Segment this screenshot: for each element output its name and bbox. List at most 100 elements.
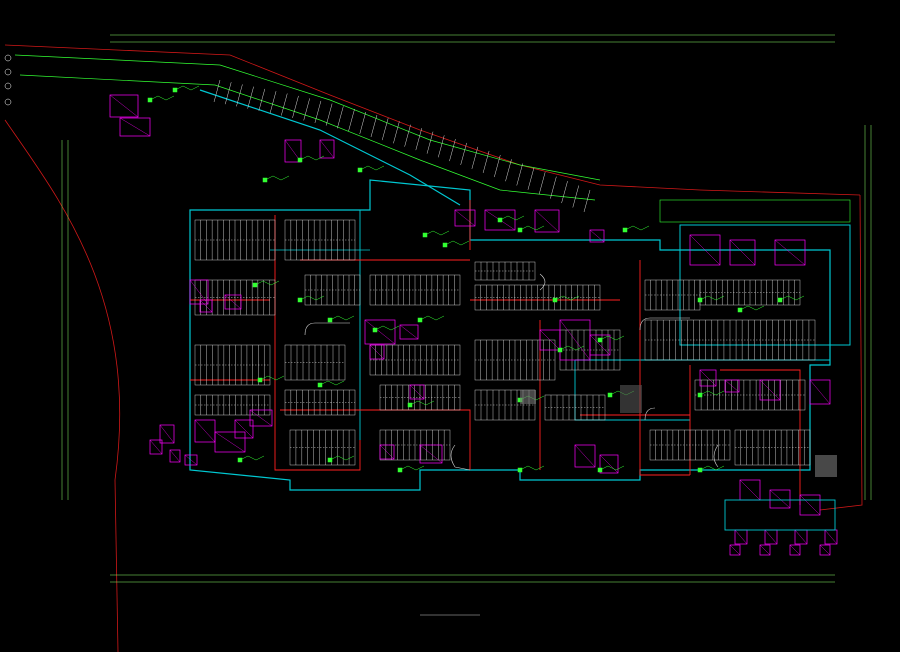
annotation-tag xyxy=(147,97,153,103)
equipment-room xyxy=(149,439,163,455)
equipment-cross xyxy=(599,454,619,474)
equipment-cross xyxy=(119,117,151,137)
annotation-callouts xyxy=(147,85,805,473)
equipment-cross xyxy=(534,209,560,233)
equipment-cross xyxy=(589,334,611,356)
annotation-leader xyxy=(424,230,450,236)
annotation-tag xyxy=(422,232,428,238)
parking-bay-line xyxy=(359,111,366,135)
annotation-tag xyxy=(297,297,303,303)
annotation-leader xyxy=(519,225,545,231)
annotation-tag xyxy=(497,217,503,223)
annotation-tag xyxy=(552,297,558,303)
annotation-tag xyxy=(442,242,448,248)
grid-bubble xyxy=(4,54,12,62)
annotation-tag xyxy=(777,297,783,303)
parking-bay-line xyxy=(460,142,467,166)
equipment-cross xyxy=(169,449,181,463)
annotation-tag xyxy=(407,402,413,408)
hatched-zones xyxy=(520,385,837,477)
equipment-cross xyxy=(794,529,808,545)
equipment-cross xyxy=(454,209,476,227)
equipment-cross xyxy=(799,494,821,516)
equipment-cross xyxy=(764,529,778,545)
equipment-cross xyxy=(824,529,838,545)
equipment-room xyxy=(364,319,396,345)
annotation-tag xyxy=(327,317,333,323)
equipment-room xyxy=(234,419,254,439)
annotation-leader xyxy=(699,295,725,301)
annotation-tag xyxy=(372,327,378,333)
annotation-leader xyxy=(259,375,285,381)
equipment-room xyxy=(419,444,443,464)
equipment-room xyxy=(199,299,213,313)
equipment-room xyxy=(159,424,175,444)
equipment-cross xyxy=(199,299,213,313)
equipment-cross xyxy=(159,424,175,444)
parking-bay-line xyxy=(381,118,389,141)
equipment-room xyxy=(109,94,139,118)
equipment-cross xyxy=(729,239,756,266)
equipment-cross xyxy=(699,369,717,387)
equipment-rooms xyxy=(109,94,838,556)
annotation-leader xyxy=(319,380,345,386)
annotation-leader xyxy=(149,95,175,101)
annotation-leader xyxy=(299,155,325,161)
annotation-tag xyxy=(557,347,563,353)
equipment-cross xyxy=(739,479,761,501)
annotation-leader xyxy=(499,215,525,221)
equipment-room xyxy=(184,454,198,466)
parking-bay-line xyxy=(325,103,333,126)
equipment-room xyxy=(799,494,821,516)
equipment-cross xyxy=(589,229,605,243)
annotation-leader xyxy=(239,455,265,461)
parking-bay-line xyxy=(292,95,299,118)
equipment-room xyxy=(284,139,302,163)
annotation-tag xyxy=(397,467,403,473)
equipment-cross xyxy=(399,324,419,340)
site-boundary xyxy=(4,44,863,652)
curved-podium xyxy=(14,54,601,213)
annotation-tag xyxy=(172,87,178,93)
equipment-cross xyxy=(769,489,791,509)
parking-bay-line xyxy=(213,79,221,103)
equipment-cross xyxy=(369,344,385,360)
equipment-room xyxy=(319,139,335,159)
equipment-room xyxy=(574,444,596,468)
equipment-room xyxy=(224,294,242,310)
equipment-room xyxy=(759,544,771,556)
equipment-room xyxy=(249,409,273,427)
equipment-room xyxy=(599,454,619,474)
annotation-leader xyxy=(329,315,355,321)
annotation-leader xyxy=(444,240,470,246)
annotation-tag xyxy=(327,457,333,463)
equipment-room xyxy=(214,431,246,453)
annotation-leader xyxy=(739,305,765,311)
equipment-cross xyxy=(574,444,596,468)
annotation-tag xyxy=(262,177,268,183)
parking-bay-line xyxy=(415,128,423,151)
annotation-leader xyxy=(174,85,200,91)
parking-bay-line xyxy=(561,180,568,204)
equipment-cross xyxy=(214,431,246,453)
annotation-tag xyxy=(622,227,628,233)
equipment-cross xyxy=(319,139,335,159)
parking-bay-line xyxy=(348,109,355,132)
equipment-cross xyxy=(364,319,396,345)
annotation-leader xyxy=(599,335,625,341)
grid-bubble xyxy=(4,68,12,76)
parking-bay-line xyxy=(281,93,288,116)
parking-bay-line xyxy=(370,114,378,138)
equipment-room xyxy=(189,279,209,305)
parking-bay-line xyxy=(516,163,523,186)
equipment-cross xyxy=(184,454,198,466)
equipment-cross xyxy=(774,239,806,266)
parking-bay-line xyxy=(404,124,411,147)
parking-bay-line xyxy=(236,84,243,107)
parking-bay-line xyxy=(505,159,512,182)
equipment-room xyxy=(589,229,605,243)
equipment-room xyxy=(484,209,516,231)
parking-bay-line xyxy=(247,86,254,109)
annotation-tag xyxy=(607,392,613,398)
